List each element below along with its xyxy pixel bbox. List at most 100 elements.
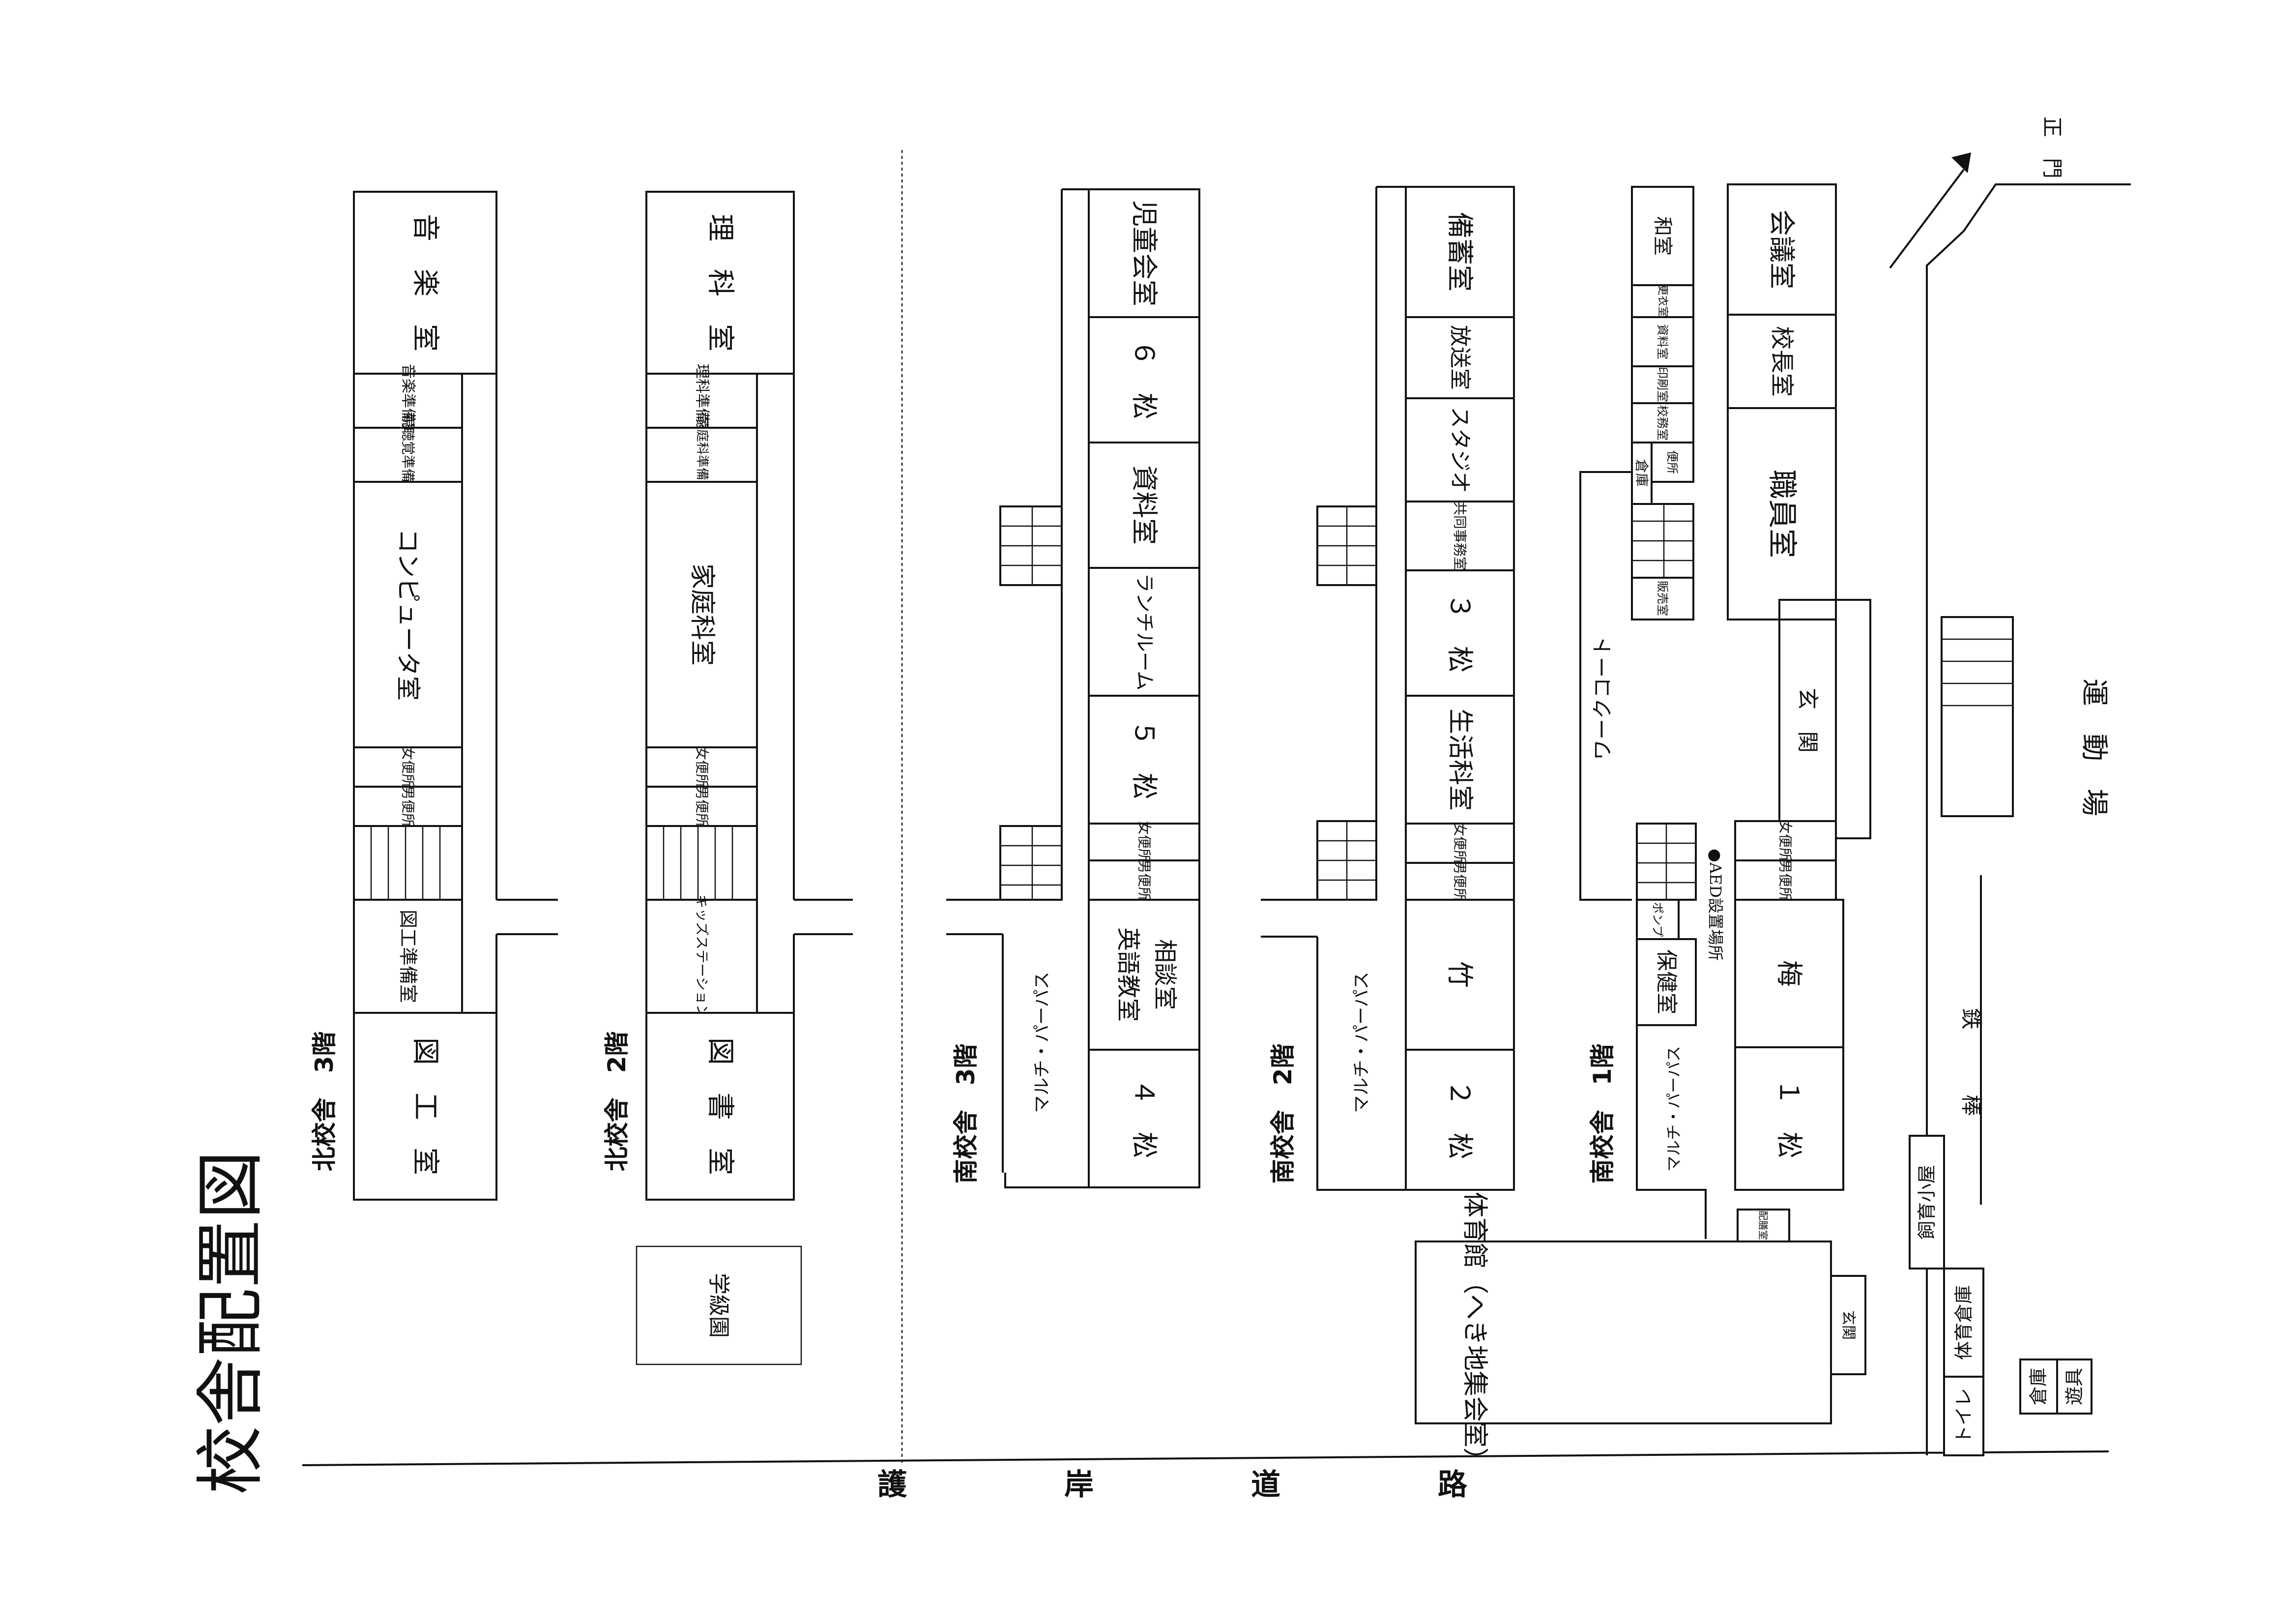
outdoor-area: 正 門 運 動 場 鉄 棒 飼育小屋 体育倉庫 トイレ 倉庫 遊具: [1889, 117, 2131, 1456]
room-wc-male: [645, 786, 758, 827]
label-work-court: ワークコート: [1591, 636, 1615, 760]
room-student-council: [1088, 188, 1200, 318]
label-wc-male: 男便所: [1777, 859, 1794, 901]
room-home-ec: [645, 481, 758, 748]
label-iron-bar: 鉄 棒: [1959, 1008, 1984, 1116]
room-health: [1636, 938, 1697, 1026]
label-multipurpose: マルチ・パーパス: [1352, 972, 1372, 1113]
room-wc-female: [353, 746, 463, 788]
label-art-prep: 図工準備室: [397, 910, 419, 1003]
label-library: 図 書 室: [704, 1037, 736, 1175]
room-wc-female: [1088, 823, 1200, 861]
room-kids-station: [645, 899, 758, 1014]
label-music-prep: 音楽準備室: [400, 364, 417, 438]
room-art: [353, 1012, 497, 1201]
room-gym: [1415, 1240, 1832, 1424]
room-wc-male: [353, 786, 463, 827]
label-music: 音 楽 室: [409, 214, 441, 352]
room-home-prep: [645, 427, 758, 483]
toilet-outdoor: [1943, 1376, 1984, 1456]
stairs: [645, 825, 758, 901]
label-broadcast: 放送室: [1448, 325, 1473, 390]
label-storage: 備蓄室: [1445, 212, 1476, 292]
room-life-science: [1405, 695, 1515, 825]
room-wc-female: [645, 746, 758, 788]
stairs: [1316, 505, 1377, 586]
school-garden: [636, 1245, 802, 1365]
floor-label-south-2f: 南校舎 2階: [1269, 1044, 1297, 1184]
room-shiryo: [1631, 316, 1694, 367]
label-gym-entrance: 玄関: [1840, 1310, 1857, 1340]
label-lunch: ランチルーム: [1133, 573, 1156, 691]
south-building-3f: 児童会室 ６ 松 資料室 ランチルーム ５ 松 女便所 男便所 英語教室 相談室…: [946, 188, 1200, 1188]
label-printing: 印刷室: [1656, 367, 1669, 402]
floor-label-south-1f: 南校舎 1階: [1588, 1044, 1617, 1184]
label-meeting: 会議室: [1767, 209, 1798, 289]
label-wc-female: 女便所: [1452, 823, 1468, 864]
label-gym: 体育館（へき地集会室）: [1460, 1192, 1489, 1473]
label-pe-storage: 体育倉庫: [1953, 1285, 1975, 1360]
label-3-matsu: ３ 松: [1445, 593, 1476, 673]
label-wc-female: 女便所: [1777, 820, 1794, 861]
map-title: 校舎配置図: [191, 1151, 271, 1495]
label-materials: 資料室: [1129, 465, 1160, 545]
label-shiryo: 資料室: [1656, 324, 1669, 359]
room-wc-female: [1734, 820, 1837, 861]
room-art-prep: [353, 899, 463, 1014]
road-line: [302, 1450, 2109, 1466]
label-school-garden: 学級園: [706, 1273, 731, 1338]
label-playground-equipment: 遊具: [2063, 1368, 2085, 1405]
label-serving-prep: 配膳室: [1757, 1211, 1769, 1240]
label-ume: 梅: [1774, 960, 1805, 987]
south-building-1f: 和室 更衣室 資料室 印刷室 校務室 便所 倉庫 販売室 会議室 校長室 職員室…: [1579, 183, 1871, 1239]
room-wc-male: [1734, 859, 1837, 901]
room-2-matsu: [1405, 1049, 1515, 1191]
room-shared-office: [1405, 501, 1515, 571]
room-washitsu: [1631, 186, 1694, 286]
room-wc-female: [1405, 823, 1515, 864]
playground-equipment: [2056, 1358, 2093, 1415]
room-gym-entrance: [1830, 1275, 1866, 1375]
room-studio: [1405, 397, 1515, 502]
room-english: [1088, 899, 1200, 1051]
room-computer: [353, 481, 463, 748]
label-english: 英語教室: [1114, 927, 1142, 1022]
label-1-matsu: １ 松: [1774, 1079, 1805, 1158]
label-health: 保健室: [1654, 949, 1679, 1014]
room-principal: [1727, 314, 1837, 409]
label-wc-male: 男便所: [694, 786, 710, 827]
floor-label-north-3f: 北校舎 3階: [310, 1032, 339, 1172]
room-music-prep: [353, 373, 463, 429]
north-building-2f: 理 科 室 理科準備室 家庭科準備室 家庭科室 女便所 男便所 キッズステーショ…: [603, 191, 853, 1201]
label-5-matsu: ５ 松: [1129, 720, 1160, 799]
room-library: [645, 1012, 795, 1201]
label-shop: 販売室: [1656, 581, 1669, 616]
label-playground: 運 動 場: [2078, 679, 2110, 816]
label-staff: 職員室: [1765, 470, 1799, 558]
label-storehouse: 倉庫: [2028, 1368, 2049, 1405]
stairs: [1631, 503, 1694, 579]
stairs: [1941, 616, 2014, 817]
label-art: 図 工 室: [409, 1037, 441, 1175]
label-4-matsu: ４ 松: [1129, 1079, 1160, 1158]
label-science: 理 科 室: [704, 214, 736, 352]
label-wc-male: 男便所: [1452, 860, 1468, 902]
label-wc-female: 女便所: [694, 746, 710, 788]
room-1-matsu: [1734, 1046, 1844, 1191]
room-entrance: [1778, 619, 1837, 822]
label-multipurpose: マルチ・パーパス: [1664, 1046, 1683, 1172]
south-building-2f: 備蓄室 放送室 スタジオ 共同事務室 ３ 松 生活科室 女便所 男便所 竹 ２ …: [1261, 186, 1515, 1191]
label-wc-male: 男便所: [400, 786, 416, 827]
label-home-prep: 家庭科準備室: [695, 416, 709, 493]
label-principal: 校長室: [1768, 326, 1796, 397]
stairs: [1316, 820, 1377, 901]
room-storeroom: [1631, 442, 1653, 505]
room-3-matsu: [1405, 569, 1515, 697]
label-wc-female: 女便所: [400, 746, 416, 788]
label-6-matsu: ６ 松: [1129, 340, 1160, 419]
gymnasium: 配膳室 体育館（へき地集会室） 玄関: [1415, 1192, 1866, 1473]
label-storeroom: 倉庫: [1634, 459, 1650, 487]
label-washitsu: 和室: [1651, 216, 1674, 256]
label-home-ec: 家庭科室: [687, 563, 717, 666]
